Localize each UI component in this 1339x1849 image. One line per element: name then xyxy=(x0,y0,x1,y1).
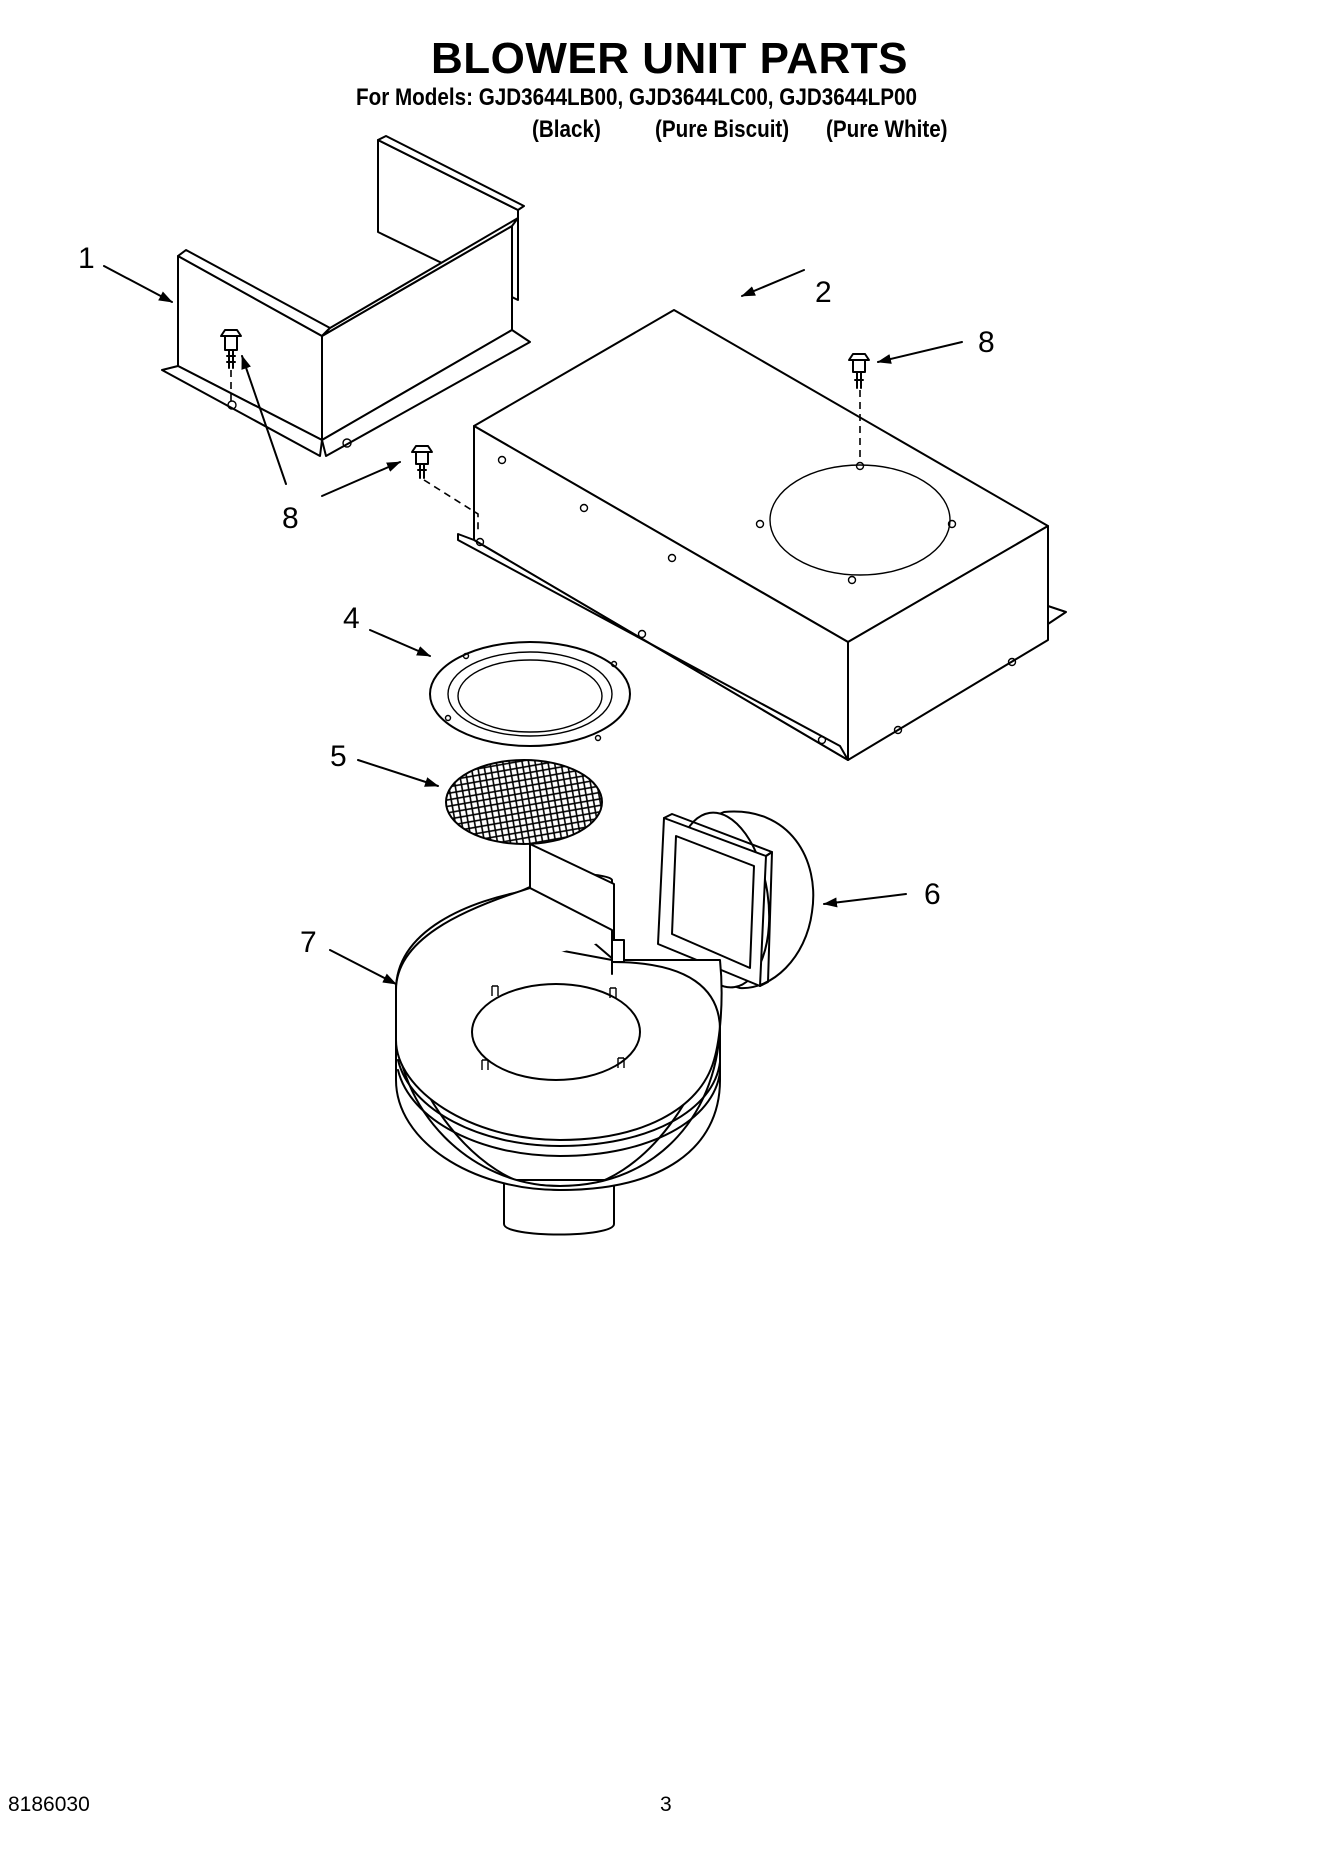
callout-6: 6 xyxy=(924,878,941,911)
callout-8-right: 8 xyxy=(978,326,995,359)
model-color-biscuit: (Pure Biscuit) xyxy=(655,116,790,143)
part-2-blower-housing xyxy=(457,309,1067,761)
part-1-duct-bracket xyxy=(161,135,531,457)
part-6-duct-transition xyxy=(657,810,815,990)
leader-arrows xyxy=(103,265,963,985)
part-4-gasket-ring xyxy=(429,641,631,747)
callout-4: 4 xyxy=(343,602,360,635)
arrow-1 xyxy=(103,265,173,303)
callout-7: 7 xyxy=(300,926,317,959)
callout-5: 5 xyxy=(330,740,347,773)
document-number: 8186030 xyxy=(8,1793,90,1816)
arrow-4 xyxy=(369,629,431,657)
part-8-screw-right xyxy=(848,353,870,462)
model-color-white: (Pure White) xyxy=(826,116,948,143)
page-number: 3 xyxy=(660,1793,672,1816)
arrow-2 xyxy=(741,269,805,297)
page-title: BLOWER UNIT PARTS xyxy=(431,34,908,83)
arrow-5 xyxy=(357,759,439,787)
callout-8-left: 8 xyxy=(282,502,299,535)
arrow-8-right xyxy=(877,341,963,364)
arrow-8-left xyxy=(241,355,287,485)
models-line: For Models: GJD3644LB00, GJD3644LC00, GJ… xyxy=(356,84,917,111)
model-color-black: (Black) xyxy=(532,116,601,143)
part-5-mesh-filter xyxy=(445,759,603,845)
arrow-6 xyxy=(823,893,907,908)
arrow-8-middle xyxy=(321,461,401,497)
callout-1: 1 xyxy=(78,242,95,275)
callout-2: 2 xyxy=(815,276,832,309)
part-8-screw-left xyxy=(220,329,242,402)
arrow-7 xyxy=(329,949,397,985)
part-8-screw-middle xyxy=(411,445,479,530)
part-7-blower-motor xyxy=(395,843,723,1236)
